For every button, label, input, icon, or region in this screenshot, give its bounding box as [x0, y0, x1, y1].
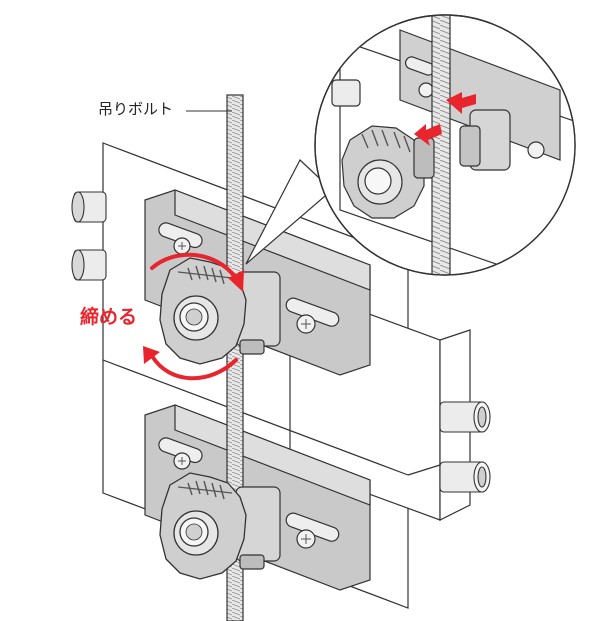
tighten-label: 締める — [80, 306, 138, 328]
upper-clamp — [235, 271, 281, 355]
zoom-detail — [314, 14, 576, 276]
lower-clamp — [235, 486, 281, 570]
pipe-stub-left — [71, 191, 107, 281]
bolt-label: 吊りボルト — [98, 100, 174, 118]
pipe-stub-right — [439, 401, 491, 493]
arrowheads — [143, 270, 244, 364]
zoom-connector — [245, 159, 333, 265]
lower-knob — [159, 472, 247, 580]
push-arrow-icon — [414, 92, 476, 146]
upper-knob — [159, 257, 247, 365]
curved-arrow-icon — [150, 252, 238, 381]
